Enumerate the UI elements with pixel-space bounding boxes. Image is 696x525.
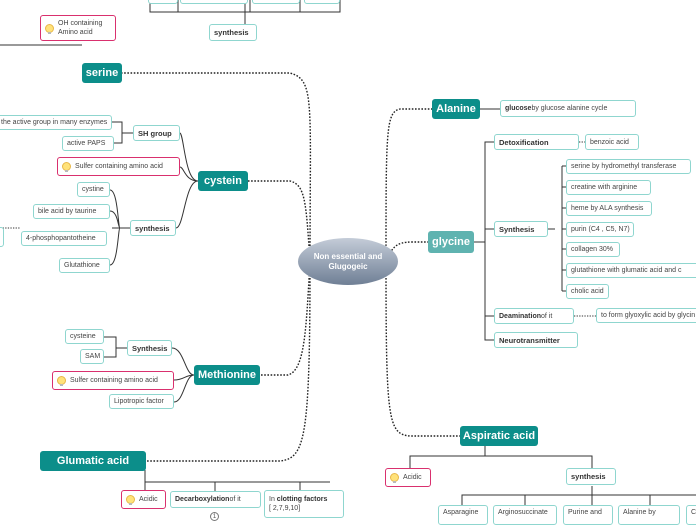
cystein-topic[interactable]: cystein <box>198 171 248 191</box>
methionine-sulfur-note[interactable]: Sulfer containing amino acid <box>52 371 174 390</box>
aspartic-asparagine-box[interactable]: Asparagine <box>438 505 488 525</box>
cystein-partial-left-box[interactable] <box>0 227 4 247</box>
cystein-sh-group[interactable]: SH group <box>133 125 180 141</box>
glycine-creatine-box[interactable]: creatine with arginine <box>566 180 651 195</box>
glycine-cholic-acid-box[interactable]: cholic acid <box>566 284 609 299</box>
serine-topic[interactable]: serine <box>82 63 122 83</box>
serine-partial-box-2[interactable] <box>180 0 248 4</box>
cystein-glutathione-box[interactable]: Glutathione <box>59 258 110 273</box>
cystein-cystine-box[interactable]: cystine <box>77 182 110 197</box>
aspartic-partial-box[interactable]: C <box>686 505 696 525</box>
glycine-collagen-box[interactable]: collagen 30% <box>566 242 620 257</box>
glutamic-clotting-factors[interactable]: In clotting factors [ 2,7,9,10] <box>264 490 344 518</box>
aspartic-alanine-box[interactable]: Alanine by <box>618 505 680 525</box>
glycine-neurotransmitter[interactable]: Neurotransmitter <box>494 332 578 348</box>
lightbulb-icon <box>45 23 54 34</box>
methionine-topic[interactable]: Methionine <box>194 365 260 385</box>
aspartic-arginosuccinate-box[interactable]: Arginosuccinate <box>493 505 557 525</box>
glycine-detoxification[interactable]: Detoxification <box>494 134 579 150</box>
glutamic-acidic-note[interactable]: Acidic <box>121 490 166 509</box>
lightbulb-icon <box>126 495 135 505</box>
central-topic[interactable]: Non essential and Glugogeic <box>298 238 398 285</box>
methionine-sam-box[interactable]: SAM <box>80 349 104 364</box>
serine-synthesis[interactable]: synthesis <box>209 24 257 41</box>
cystein-paps-box[interactable]: active PAPS <box>62 136 114 151</box>
cystein-bile-acid-box[interactable]: bile acid by taurine <box>33 204 110 219</box>
cystein-sulfur-note[interactable]: Sulfer containing amino acid <box>57 157 180 176</box>
alanine-glucose-box[interactable]: glucose by glucose alanine cycle <box>500 100 636 117</box>
aspartic-synthesis[interactable]: synthesis <box>566 468 616 485</box>
lightbulb-icon <box>62 162 71 172</box>
glycine-heme-box[interactable]: heme by ALA synthesis <box>566 201 652 216</box>
aspartic-purine-box[interactable]: Purine and <box>563 505 613 525</box>
methionine-cysteine-box[interactable]: cysteine <box>65 329 104 344</box>
methionine-lipotropic-box[interactable]: Lipotropic factor <box>109 394 174 409</box>
lightbulb-icon <box>57 376 66 386</box>
glycine-synthesis[interactable]: Synthesis <box>494 221 548 237</box>
serine-oh-note[interactable]: OH containing Amino acid <box>40 15 116 41</box>
alanine-topic[interactable]: Alanine <box>432 99 480 119</box>
serine-partial-box-4[interactable] <box>304 0 340 4</box>
serine-partial-box-1[interactable] <box>148 0 178 4</box>
cystein-phosphopantotheine-box[interactable]: 4-phosphopantotheine <box>21 231 107 246</box>
glycine-deamination[interactable]: Deamination of it <box>494 308 574 324</box>
glycine-glutathione-box[interactable]: glutathione with glumatic acid and c <box>566 263 696 278</box>
methionine-synthesis[interactable]: Synthesis <box>127 340 172 356</box>
aspartic-acidic-note[interactable]: Acidic <box>385 468 431 487</box>
cystein-synthesis[interactable]: synthesis <box>130 220 176 236</box>
glutamic-acid-topic[interactable]: Glumatic acid <box>40 451 146 471</box>
aspartic-acid-topic[interactable]: Aspiratic acid <box>460 426 538 446</box>
glycine-topic[interactable]: glycine <box>428 231 474 253</box>
glycine-glyoxylic-box[interactable]: to form glyoxylic acid by glycin <box>596 308 696 323</box>
serine-partial-box-3[interactable] <box>252 0 300 4</box>
glutamic-decarboxylation[interactable]: Decarboxylation of it <box>170 491 261 508</box>
glycine-benzoic-acid-box[interactable]: benzoic acid <box>585 134 639 150</box>
lightbulb-icon <box>390 473 399 483</box>
glycine-serine-box[interactable]: serine by hydromethyl transferase <box>566 159 691 174</box>
glycine-purin-box[interactable]: purin (C4 , C5, N7) <box>566 222 634 237</box>
cystein-enzymes-box[interactable]: the active group in many enzymes <box>0 115 112 130</box>
